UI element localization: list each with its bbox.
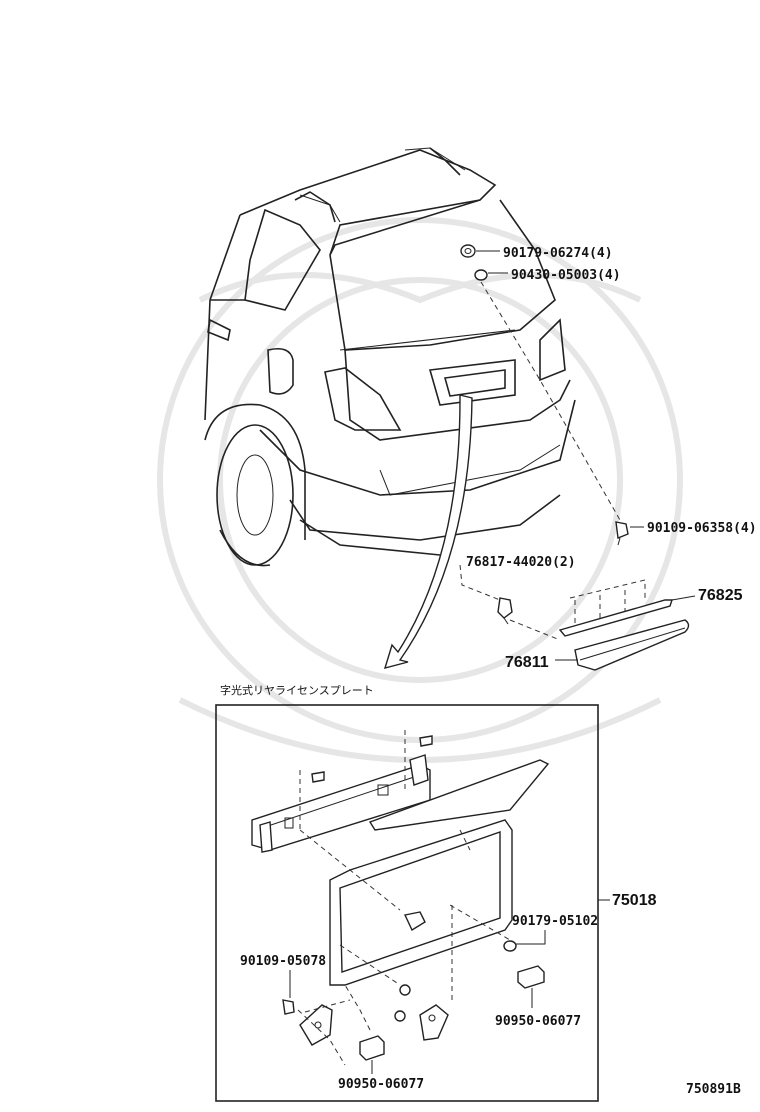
screw-inset-icon: [282, 999, 295, 1015]
label-cap-bottom: 90950-06077: [338, 1077, 424, 1092]
screw-right-icon: [615, 521, 629, 546]
upper-fasteners: [460, 244, 621, 521]
hinge-bracket-right: [419, 1004, 449, 1041]
label-screw-right: 90109-06358(4): [647, 521, 757, 536]
label-garnish-main: 76811: [505, 654, 549, 671]
cap-bottom-dash: [344, 984, 371, 1031]
cap-right-icon: [517, 965, 545, 989]
bracket-screw-dash: [299, 730, 406, 830]
leader-nut-inset: [516, 930, 546, 945]
leader-76825: [671, 595, 696, 601]
garnish-76811: [574, 619, 690, 671]
lower-nut-icon: [394, 984, 411, 1022]
leader-clip-dash: [459, 564, 501, 601]
label-nut-inset: 90179-05102: [512, 914, 598, 929]
label-plate-assembly: 75018: [612, 892, 657, 909]
inset-frame: [215, 704, 599, 1102]
label-cap-right: 90950-06077: [495, 1014, 581, 1029]
plate-cover: [368, 759, 550, 831]
nut-inset-icon: [503, 940, 517, 952]
label-garnish-right: 76825: [698, 587, 743, 604]
cap-bottom-icon: [359, 1035, 385, 1061]
garnish-76825: [558, 599, 673, 637]
inset-title: 字光式リヤライセンスプレート: [220, 683, 374, 697]
frame-dash: [299, 829, 471, 911]
plate-bracket: [251, 754, 431, 853]
hinge-bracket-left: [299, 1004, 333, 1046]
garnish-dash: [569, 579, 646, 600]
lower-dash: [339, 904, 511, 1000]
center-fastener-icon: [403, 911, 426, 932]
nut-upper-icon: [460, 244, 476, 258]
vehicle-rear: [204, 147, 576, 567]
clip-icon: [497, 597, 513, 625]
label-screw-inset: 90109-05078: [240, 954, 326, 969]
washer-upper-icon: [474, 269, 488, 281]
screw-dash: [297, 999, 351, 1066]
label-washer-upper: 90430-05003(4): [511, 268, 621, 283]
figure-id: 750891B: [686, 1082, 741, 1097]
plate-frame: [329, 819, 513, 986]
label-clip: 76817-44020(2): [466, 555, 576, 570]
label-nut-upper: 90179-06274(4): [503, 246, 613, 261]
bracket-screw-icon: [311, 735, 433, 783]
detail-arrow: [383, 394, 473, 669]
watermark: [157, 217, 683, 763]
